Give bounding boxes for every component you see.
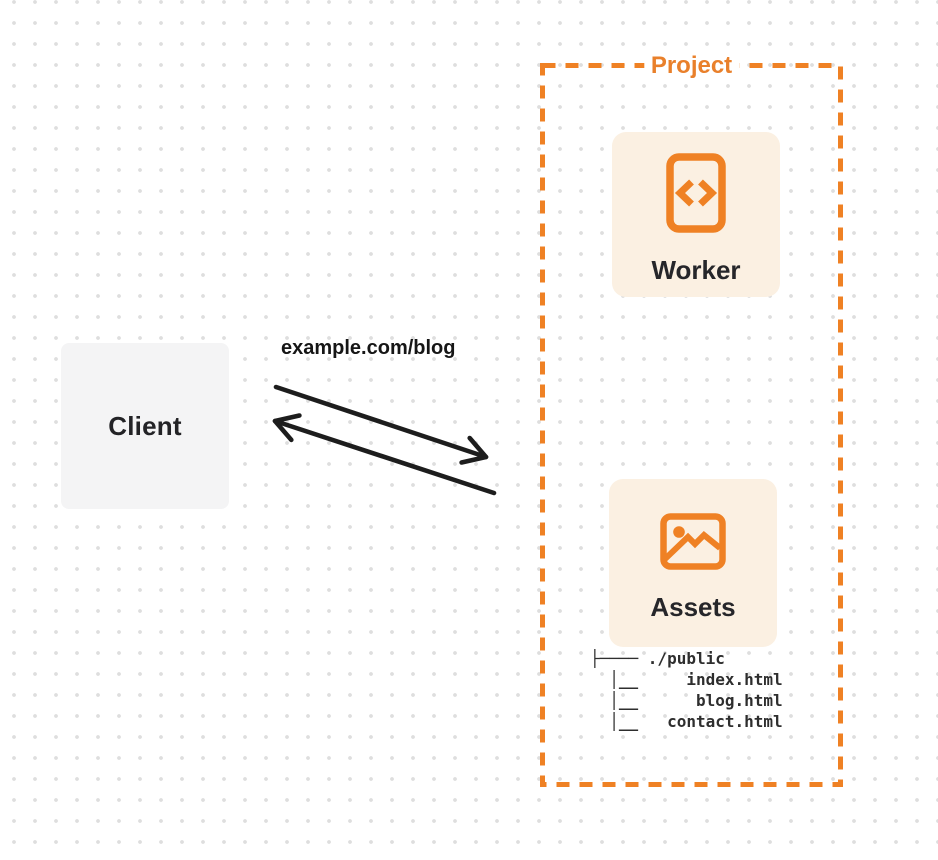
- client-label: Client: [108, 410, 182, 441]
- file-tree-item-contact: │__ contact.html: [590, 712, 783, 731]
- assets-label: Assets: [650, 592, 736, 622]
- code-file-icon: [666, 153, 726, 238]
- request-url-label: example.com/blog: [281, 337, 456, 359]
- worker-label: Worker: [651, 255, 741, 285]
- request-arrow-line: [273, 384, 489, 460]
- file-tree-item-blog: │__ blog.html: [590, 691, 783, 710]
- request-arrowhead-icon: [459, 435, 489, 465]
- project-label: Project: [643, 53, 740, 79]
- assets-node: Assets: [609, 479, 777, 647]
- file-tree-root: ├──── ./public: [590, 649, 725, 668]
- file-tree: ├──── ./public │__ index.html │__ blog.h…: [590, 648, 783, 732]
- response-arrow-line: [272, 418, 497, 496]
- response-arrowhead-icon: [272, 413, 302, 443]
- project-boundary: Project Worker Assets: [540, 53, 843, 787]
- image-icon: [660, 513, 726, 575]
- worker-node: Worker: [612, 132, 780, 297]
- client-node: Client: [61, 343, 229, 509]
- file-tree-item-index: │__ index.html: [590, 670, 783, 689]
